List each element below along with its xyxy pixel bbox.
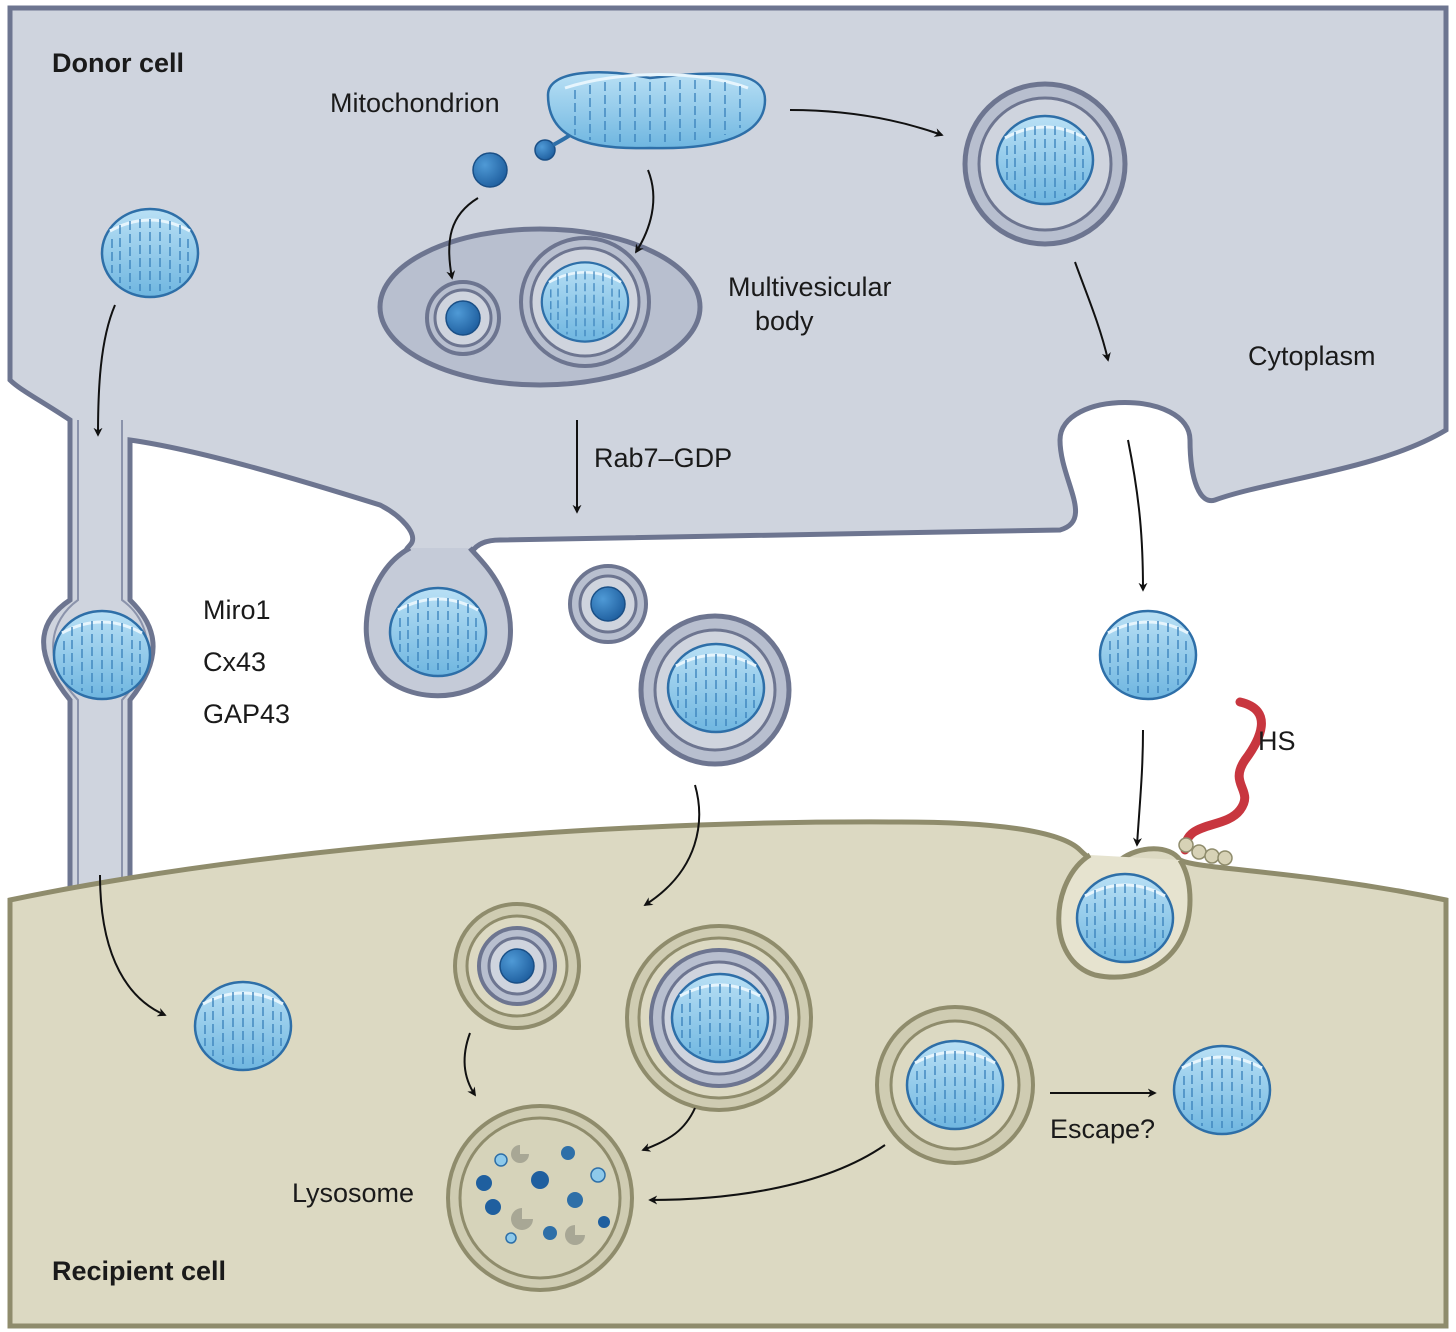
hs-beads <box>1178 837 1233 866</box>
endosome-mitochondrion <box>625 924 813 1112</box>
lysosome-debris <box>476 1145 610 1245</box>
extracellular-vesicle-mitochondrion <box>638 613 792 767</box>
label-miro1: Miro1 <box>203 595 271 625</box>
label-cx43: Cx43 <box>203 647 266 677</box>
mitochondrion-free <box>1098 609 1198 701</box>
mitochondrion-in-nanotube <box>52 609 152 701</box>
label-multivesicular-line1: Multivesicular <box>728 272 892 302</box>
mitochondrion-tnt-entry <box>100 207 200 299</box>
heparan-sulfate-chain <box>1180 697 1266 855</box>
extracellular-vesicle-small <box>568 564 648 644</box>
endosome-escape <box>875 1005 1035 1165</box>
mitochondrion-escaped <box>1172 1044 1272 1136</box>
label-hs: HS <box>1258 726 1296 756</box>
label-mitochondrion: Mitochondrion <box>330 88 500 118</box>
label-recipient-cell: Recipient cell <box>52 1256 226 1286</box>
mitochondrion-elongated <box>546 71 767 150</box>
lysosome <box>446 1104 634 1292</box>
mitochondrion-budding <box>388 586 488 678</box>
label-rab7-gdp: Rab7–GDP <box>594 443 732 473</box>
label-donor-cell: Donor cell <box>52 48 184 78</box>
endosome-small <box>453 902 581 1030</box>
label-lysosome: Lysosome <box>292 1178 414 1208</box>
arrows <box>93 109 1157 1205</box>
mitochondrial-fragment <box>534 133 572 161</box>
label-gap43: GAP43 <box>203 699 290 729</box>
vesicle-mitochondrion-top-right <box>962 81 1128 247</box>
multivesicular-body <box>377 226 703 388</box>
label-multivesicular-line2: body <box>755 306 814 336</box>
mitochondrion-delivered <box>193 980 293 1072</box>
mitochondrion-endocytosis <box>1075 872 1175 964</box>
mitochondrial-derived-vesicle <box>472 152 508 188</box>
label-escape: Escape? <box>1050 1114 1155 1144</box>
label-cytoplasm: Cytoplasm <box>1248 341 1376 371</box>
